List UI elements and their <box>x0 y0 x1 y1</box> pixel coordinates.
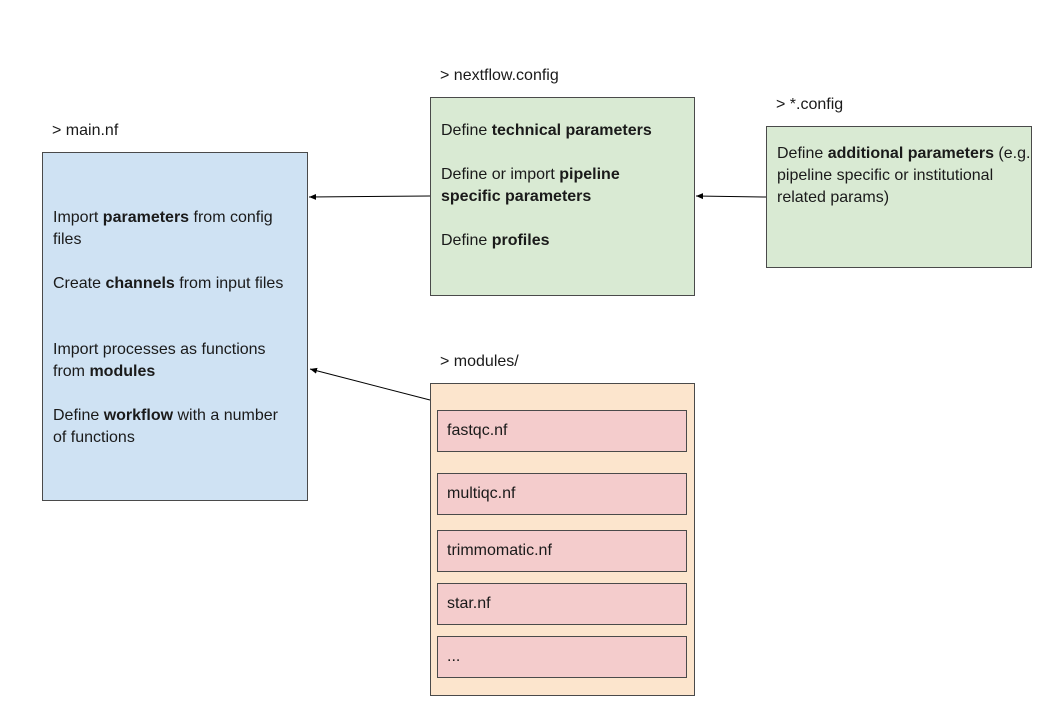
nextflow-config-title: > nextflow.config <box>440 67 559 84</box>
text-run: Create <box>53 275 106 292</box>
nextflow-config-paragraph: Define technical parameters <box>441 120 691 142</box>
arrow-modules-to-main <box>309 367 431 401</box>
text-run: Define <box>441 122 492 139</box>
text-run: Define or import <box>441 166 560 183</box>
modules-title: > modules/ <box>440 353 519 370</box>
bold-text-run: profiles <box>491 232 550 249</box>
text-run: with a number of functions <box>53 407 278 446</box>
star-config-paragraph: Define additional parameters (e.g. pipel… <box>777 143 1031 209</box>
main-nf-paragraph: Import parameters from config files <box>53 207 288 251</box>
bold-text-run: additional parameters <box>827 145 994 162</box>
main-nf-paragraph: Import processes as functions from modul… <box>53 339 288 383</box>
module-item: fastqc.nf <box>437 410 687 452</box>
text-run: Define <box>777 145 828 162</box>
arrow-star-config-to-nextflow <box>695 193 767 200</box>
text-run: Define <box>441 232 492 249</box>
bold-text-run: modules <box>89 363 156 380</box>
module-item: star.nf <box>437 583 687 625</box>
text-run: (e.g. pipeline specific or institutional… <box>777 145 1031 206</box>
modules-box: fastqc.nf multiqc.nf trimmomatic.nf star… <box>430 383 695 696</box>
nextflow-config-paragraph: Define profiles <box>441 230 691 252</box>
text-run: Import <box>53 209 103 226</box>
main-nf-paragraph: Create channels from input files <box>53 273 288 295</box>
text-run: from input files <box>174 275 284 292</box>
bold-text-run: technical parameters <box>491 122 652 139</box>
star-config-box: Define additional parameters (e.g. pipel… <box>766 126 1032 268</box>
nextflow-config-paragraph: Define or import pipeline specific param… <box>441 164 666 208</box>
main-nf-box: Import parameters from config files Crea… <box>42 152 308 501</box>
module-item: ... <box>437 636 687 678</box>
arrow-nextflow-to-main <box>308 193 431 200</box>
text-run: from config files <box>53 209 273 248</box>
bold-text-run: workflow <box>103 407 174 424</box>
text-run: Define <box>53 407 104 424</box>
module-item: trimmomatic.nf <box>437 530 687 572</box>
module-item: multiqc.nf <box>437 473 687 515</box>
star-config-title: > *.config <box>776 96 844 113</box>
nextflow-config-box: Define technical parameters Define or im… <box>430 97 695 296</box>
bold-text-run: channels <box>105 275 175 292</box>
bold-text-run: parameters <box>102 209 190 226</box>
main-nf-title: > main.nf <box>52 122 119 139</box>
bold-text-run: pipeline specific parameters <box>441 166 620 205</box>
text-run: Import processes as functions from <box>53 341 266 380</box>
main-nf-paragraph: Define workflow with a number of functio… <box>53 405 288 449</box>
